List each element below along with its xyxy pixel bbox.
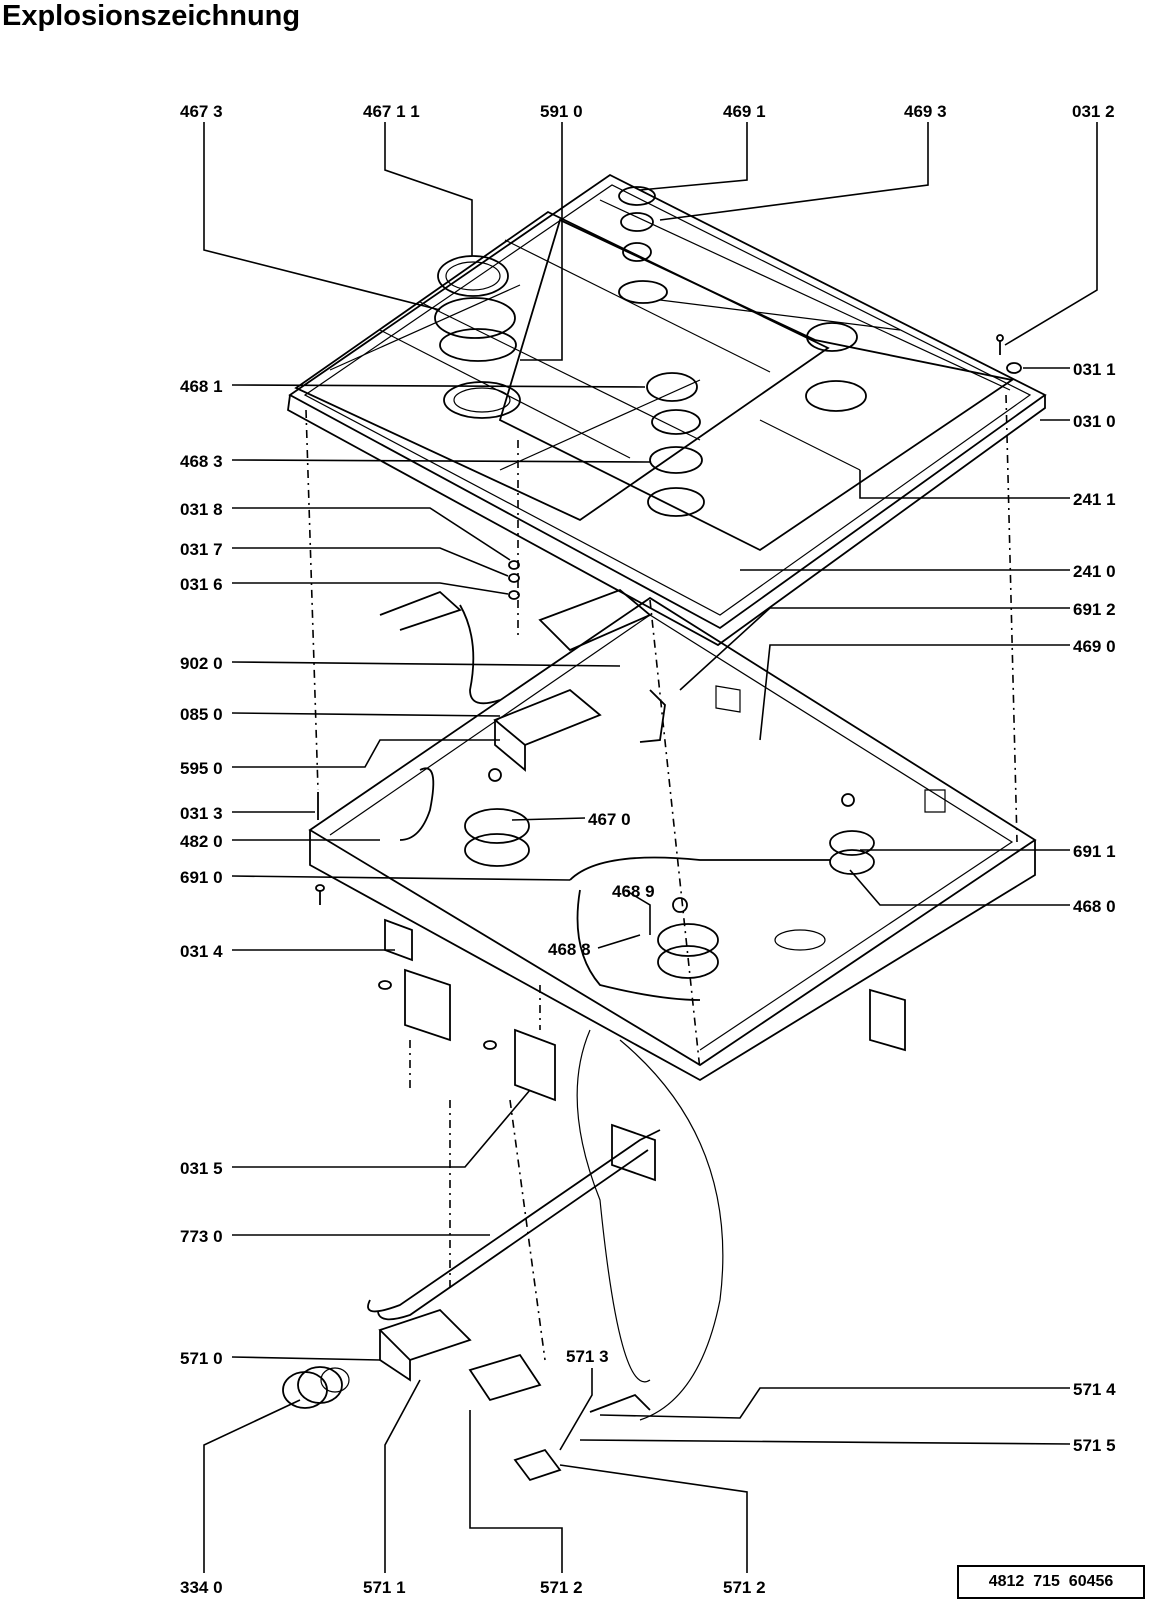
label-469-1: 469 1 (723, 102, 766, 121)
label-031-4: 031 4 (180, 942, 223, 961)
label-469-0: 469 0 (1073, 637, 1116, 656)
label-571-1: 571 1 (363, 1578, 406, 1597)
label-468-3: 468 3 (180, 452, 223, 471)
page-title: Explosionszeichnung (2, 0, 301, 32)
label-241-1: 241 1 (1073, 490, 1116, 509)
label-571-2-a: 571 2 (540, 1578, 583, 1597)
burner-medium-center (646, 372, 705, 517)
label-031-7: 031 7 (180, 540, 223, 559)
label-595-0: 595 0 (180, 759, 223, 778)
screw-parts (315, 334, 1022, 905)
label-571-5: 571 5 (1073, 1436, 1116, 1455)
label-085-0: 085 0 (180, 705, 223, 724)
label-571-2-b: 571 2 (723, 1578, 766, 1597)
label-691-2: 691 2 (1073, 600, 1116, 619)
label-773-0: 773 0 (180, 1227, 223, 1246)
label-468-9: 468 9 (612, 882, 655, 901)
label-571-0: 571 0 (180, 1349, 223, 1368)
label-031-1: 031 1 (1073, 360, 1116, 379)
label-467-11: 467 1 1 (363, 102, 420, 121)
label-902-0: 902 0 (180, 654, 223, 673)
document-number-box: 4812 715 60456 (957, 1565, 1145, 1599)
label-031-3: 031 3 (180, 804, 223, 823)
label-482-0: 482 0 (180, 832, 223, 851)
label-468-0: 468 0 (1073, 897, 1116, 916)
hob-top-plate (287, 173, 1047, 647)
label-691-0: 691 0 (180, 868, 223, 887)
document-number: 4812 715 60456 (988, 1573, 1114, 1590)
label-241-0: 241 0 (1073, 562, 1116, 581)
label-334-0: 334 0 (180, 1578, 223, 1597)
label-469-3: 469 3 (904, 102, 947, 121)
mounting-brackets (378, 918, 906, 1102)
control-knob (282, 1366, 350, 1409)
ignition-unit (379, 588, 855, 1001)
gas-manifold (367, 1123, 661, 1482)
label-031-2: 031 2 (1072, 102, 1115, 121)
label-031-0: 031 0 (1073, 412, 1116, 431)
gas-supply-wires (576, 1029, 724, 1421)
label-591-0: 591 0 (540, 102, 583, 121)
lower-tray (308, 596, 1037, 1082)
label-691-1: 691 1 (1073, 842, 1116, 861)
part-labels: 467 3 467 1 1 591 0 469 1 469 3 031 2 03… (180, 102, 1116, 1597)
label-468-1: 468 1 (180, 377, 223, 396)
label-571-4: 571 4 (1073, 1380, 1116, 1399)
burner-right (805, 322, 867, 412)
burner-small-top (618, 186, 668, 304)
alignment-lines (305, 394, 1018, 1361)
label-468-8: 468 8 (548, 940, 591, 959)
leader-lines (203, 122, 1098, 1573)
label-467-3: 467 3 (180, 102, 223, 121)
label-467-0: 467 0 (588, 810, 631, 829)
pan-support-left (294, 210, 830, 522)
label-031-8: 031 8 (180, 500, 223, 519)
label-031-5: 031 5 (180, 1159, 223, 1178)
label-571-3: 571 3 (566, 1347, 609, 1366)
label-031-6: 031 6 (180, 575, 223, 594)
burner-large-left (434, 255, 521, 419)
